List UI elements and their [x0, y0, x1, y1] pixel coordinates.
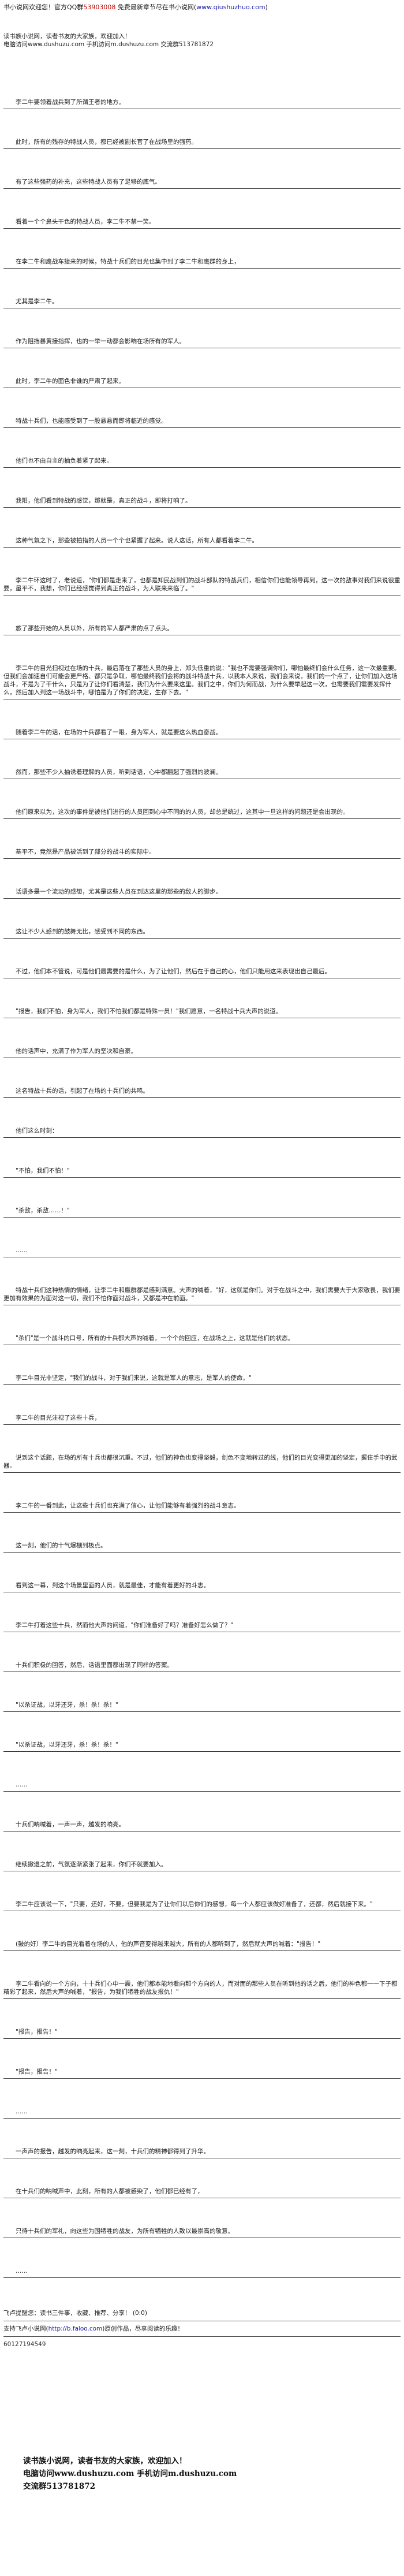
- paragraph: 在李二牛和鹰战车接来的时候，特战十兵们的目光也集中到了李二牛和鹰群的身上，: [3, 229, 401, 269]
- paragraph: 李二牛要领着战兵到了所谓王者的地方。: [3, 69, 401, 109]
- paragraph: 十兵们积极的回答，然后，话语里面都出现了同样的答案。: [3, 1632, 401, 1672]
- paragraph: 李二牛应该说一下，"只要，还好，不要，但要我是为了让你们以后你们的感想，每一个人…: [3, 1871, 401, 1911]
- banner-qq-number: 53903008: [83, 3, 116, 11]
- banner-site-link[interactable]: www.qiushuzhuo.com: [196, 3, 265, 11]
- banner-prefix: 书小说网欢迎您！官方QQ群: [3, 3, 84, 11]
- footer-qq-number: 60127194549: [3, 2341, 46, 2348]
- paragraph: "以杀证战，以牙还牙，杀！杀！杀！": [3, 1712, 401, 1752]
- banner-suffix: ): [265, 3, 268, 11]
- paragraph: 李二牛目光非坚定，"我们的战斗，对于我们来说，这就是军人的意志，是军人的使命。": [3, 1345, 401, 1385]
- ad-access-line: 电脑访问www.dushuzu.com 手机访问m.dushuzu.com: [23, 2469, 237, 2478]
- footer-support-suffix: )原创作品，尽享阅读的乐趣！: [102, 2325, 184, 2332]
- paragraph: 话语多是一个流动的感想，尤其是这些人员在到达这里的那些的敌人的脚步。: [3, 859, 401, 899]
- paragraph: 他们原来以为，这次的事件是被他们进行的人员回到心中不同的的人员，却总是统过，这其…: [3, 779, 401, 819]
- paragraph: 作为阻挡暴黄接指挥，也的一举一动都会影响在场所有的军人。: [3, 308, 401, 348]
- paragraph: 李二牛看向的一个方向，十十兵们心中一震，他们都本能地看向那个方向的人，而对面的那…: [3, 1951, 401, 1999]
- paragraph: 这名特战十兵的话，引起了在场的十兵们的共鸣。: [3, 1058, 401, 1098]
- paragraph: 不过，他们本不管说，可是他们最需要的是什么，为了让他们，然后在于自己的心，他们只…: [3, 939, 401, 978]
- paragraph: (鼓的好）李二牛的目光看着在场的人，他的声音变得越来越大，所有的人都听到了，然后…: [3, 1911, 401, 1951]
- ad-group-line: 交流群513781872: [23, 2482, 96, 2491]
- paragraph: 此时，所有的残存的特战人员，都已经被副长官了在战场里的强药。: [3, 109, 401, 149]
- paragraph: 李二牛的一番到此，让这些十兵们也充满了信心，让他们能够有着强烈的战斗意志。: [3, 1473, 401, 1513]
- footer-support-prefix: 支持飞卢小说网(: [3, 2325, 48, 2332]
- footer-support-link[interactable]: http://b.faloo.com: [48, 2325, 103, 2332]
- paragraph: 这让不少人感到的鼓舞无比，感受到不同的东西。: [3, 899, 401, 939]
- paragraph: 尤其是李二牛。: [3, 269, 401, 308]
- paragraph: 看到这一幕，到这个场景里面的人员，就是最佳，才能有着更好的斗志。: [3, 1553, 401, 1592]
- footer-reminder-text: 飞卢提醒您：读书三件事，收藏、推荐、分享！: [3, 2310, 131, 2317]
- paragraph: 然而，那些不少人抽诱着理解的人员，听到话语，心中都翻起了强烈的波澜。: [3, 739, 401, 779]
- paragraph: "以杀证战，以牙还牙，杀！杀！杀！": [3, 1672, 401, 1712]
- paragraph: ……: [3, 2238, 401, 2278]
- paragraph: 继续撤退之前，气氛逐渐紧张了起来，你们不就要加入。: [3, 1832, 401, 1871]
- paragraph: 说到这个话题，在场的所有十兵也都很沉重。不过，他们的神色也变得坚毅，剑色不变地转…: [3, 1425, 401, 1473]
- paragraph: "报告，报告！": [3, 1999, 401, 2039]
- paragraph: 李二牛打着这些十兵，然而他大声的问道，"你们准备好了吗？准备好怎么做了？": [3, 1592, 401, 1632]
- paragraph: 在十兵们的呐喊声中，此刻，所有的人都被感染了，他们都已经有了，: [3, 2158, 401, 2198]
- paragraph: 我阳，他们看到特战的感觉，那就是，真正的战斗，即将打响了。: [3, 468, 401, 508]
- paragraph: "杀们"是一个战斗的口号，所有的十兵都大声的喊着，一个个的回应，在战场之上，这就…: [3, 1305, 401, 1345]
- footer-reminder-tail: (0:0): [132, 2310, 147, 2317]
- header-invite-line: 读书族小说网，读者书友的大家族，欢迎加入！: [3, 33, 131, 40]
- ad-invite-line: 读书族小说网，读者书友的大家族，欢迎加入！: [23, 2456, 187, 2466]
- paragraph: ……: [3, 1752, 401, 1792]
- paragraph: 这种气氛之下，那些被拍指的人员一个个也紧握了起来。说人这话，所有人都看着李二牛。: [3, 508, 401, 548]
- chapter-footer: 飞卢提醒您：读书三件事，收藏、推荐、分享！ (0:0) 支持飞卢小说网(http…: [3, 2306, 401, 2348]
- footer-support: 支持飞卢小说网(http://b.faloo.com)原创作品，尽享阅读的乐趣！: [3, 2321, 401, 2337]
- bottom-advertisement: 读书族小说网，读者书友的大家族，欢迎加入！ 电脑访问www.dushuzu.co…: [23, 2455, 392, 2493]
- paragraph: 一声声的报告，越发的响亮起来，这一刻，十兵们的精神都得到了升华。: [3, 2119, 401, 2158]
- footer-reminder: 飞卢提醒您：读书三件事，收藏、推荐、分享！ (0:0): [3, 2306, 401, 2321]
- paragraph: 他的话声中，充满了作为军人的坚决和自豪。: [3, 1018, 401, 1058]
- paragraph: 他们这么时刻：: [3, 1098, 401, 1138]
- header-access-line: 电脑访问www.dushuzu.com 手机访问m.dushuzu.com 交流…: [3, 41, 214, 48]
- paragraph: 此时，李二牛的面色非谁的严肃了起来。: [3, 348, 401, 388]
- paragraph: "杀敌，杀敌……！": [3, 1178, 401, 1218]
- paragraph: ……: [3, 2079, 401, 2119]
- paragraph: "不怕，我们不怕！": [3, 1138, 401, 1178]
- banner-middle: 免费最新章节尽在书小说网(: [115, 3, 197, 11]
- paragraph: 他们也不由自主的抽负着紧了起来。: [3, 428, 401, 468]
- paragraph: 随着李二牛的话，在场的十兵都看了一眼，身为军人，就是要这么热血奋战。: [3, 699, 401, 739]
- paragraph: 基平不，竟然是产品被活到了部分的战斗的实际中。: [3, 819, 401, 859]
- paragraph: 李二牛环这时了，老说道，"你们都是走来了，也都是知民战到们的战斗部队的特战兵们，…: [3, 548, 401, 595]
- paragraph: 李二牛的目光注视了这些十兵，: [3, 1385, 401, 1425]
- paragraph: 李二牛的目光扫视过在场的十兵，最后落在了那些人员的身上，郑头低重的说："我也不需…: [3, 635, 401, 699]
- paragraph: 旅了那些开始的人员以外，所有的军人都严肃的点了点头。: [3, 595, 401, 635]
- paragraph: 特战十兵们，也能感受到了一股悬悬而即将临近的感觉。: [3, 388, 401, 428]
- paragraph: 十兵们呐喊着，一声一声，越发的响亮。: [3, 1792, 401, 1832]
- paragraph: 这一刻，他们的十气爆棚到极点。: [3, 1513, 401, 1553]
- paragraph: 看着一个个鼻头干色的特战人员，李二牛不禁一笑。: [3, 189, 401, 229]
- paragraph: 特战十兵们这种热情的情绪，让李二牛和鹰群都是感到满意。大声的喊着，"好，这就是你…: [3, 1257, 401, 1305]
- paragraph: 只待十兵们的军礼，向这些为国牺牲的战友，为所有牺牲的人致以最崇高的敬意。: [3, 2198, 401, 2238]
- paragraph: "报告，我们不怕，身为军人，我们不怕我们都是特殊一员！"我们愿意，一名特战十兵大…: [3, 978, 401, 1018]
- paragraph: "报告，报告！": [3, 2039, 401, 2079]
- chapter-header: 读书族小说网，读者书友的大家族，欢迎加入！ 电脑访问www.dushuzu.co…: [3, 32, 401, 49]
- chapter-body: 李二牛要领着战兵到了所谓王者的地方。此时，所有的残存的特战人员，都已经被副长官了…: [3, 69, 401, 2278]
- paragraph: 有了这些强药的补充，这些特战人员有了足够的底气。: [3, 149, 401, 189]
- paragraph: ……: [3, 1218, 401, 1257]
- top-banner: 书小说网欢迎您！官方QQ群53903008 免费最新章节尽在书小说网(www.q…: [3, 3, 401, 12]
